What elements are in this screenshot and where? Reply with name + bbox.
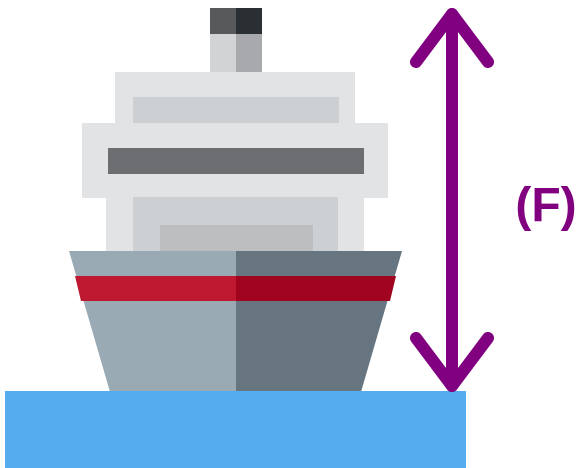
funnel-top-left <box>210 8 236 34</box>
hull-stripe-right <box>236 276 396 301</box>
funnel-body-left <box>210 34 236 74</box>
middle-window-band <box>108 148 364 174</box>
water <box>5 391 466 468</box>
funnel-top-right <box>236 8 262 34</box>
funnel-body-right <box>236 34 262 74</box>
hull-right <box>236 251 402 392</box>
hull <box>69 251 402 392</box>
superstructure <box>82 72 388 251</box>
dimension-label: (F) <box>515 179 576 232</box>
hull-stripe-left <box>75 276 236 301</box>
hull-left <box>69 251 236 392</box>
cruise-ship-icon <box>69 8 402 392</box>
lower-window-inner <box>160 225 313 251</box>
upper-window-band <box>133 97 339 123</box>
height-arrow <box>416 14 488 386</box>
funnel <box>210 8 262 74</box>
